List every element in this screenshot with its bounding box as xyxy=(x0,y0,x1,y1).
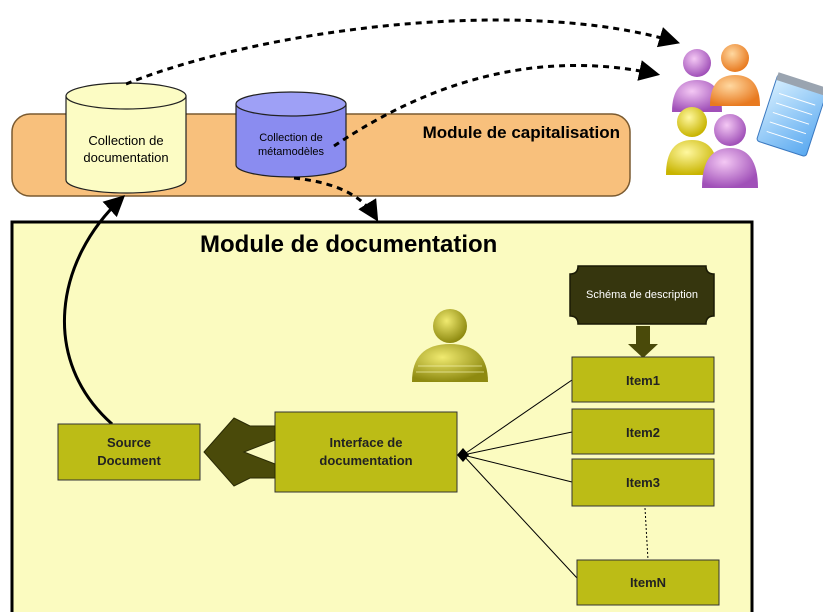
schema-down-arrow xyxy=(628,326,658,358)
source-to-collection-arrow xyxy=(63,195,126,426)
capitalisation-module-title: Module de capitalisation xyxy=(423,123,620,142)
item-label: Item1 xyxy=(626,373,660,388)
metamodels-to-users-arrow xyxy=(333,60,661,148)
description-schema-label: Schéma de description xyxy=(586,289,698,301)
doc-collection-to-users-arrow xyxy=(125,18,681,86)
source-document-box: Source Document xyxy=(57,423,201,481)
item-label: Item3 xyxy=(626,475,660,490)
source-document-line1: Source xyxy=(107,435,151,450)
item-box: Item3 xyxy=(571,458,715,507)
documentation-module-title: Module de documentation xyxy=(200,231,497,258)
user-icon xyxy=(412,309,488,382)
user-group-icon xyxy=(666,44,760,188)
documentation-collection-line2: documentation xyxy=(83,150,168,165)
metamodel-collection: Collection de métamodèles xyxy=(235,91,347,178)
item-box: Item2 xyxy=(571,408,715,455)
item-label: ItemN xyxy=(630,575,666,590)
documentation-interface-line2: documentation xyxy=(319,453,412,468)
source-document-line2: Document xyxy=(97,453,161,468)
description-schema-box: Schéma de description xyxy=(569,265,715,325)
item-box: Item1 xyxy=(571,356,715,403)
item-box: ItemN xyxy=(576,559,720,606)
item-label: Item2 xyxy=(626,425,660,440)
documentation-collection-line1: Collection de xyxy=(88,133,163,148)
metamodel-collection-line2: métamodèles xyxy=(258,146,325,158)
interface-item-connectors xyxy=(462,379,649,579)
documentation-collection: Collection de documentation xyxy=(65,82,187,194)
documentation-interface-line1: Interface de xyxy=(330,435,403,450)
notepad-icon xyxy=(756,72,823,157)
metamodel-collection-line1: Collection de xyxy=(259,132,323,144)
aggregation-diamond xyxy=(457,448,469,462)
interface-to-source-arrow xyxy=(203,417,276,487)
documentation-interface-box: Interface de documentation xyxy=(274,411,458,493)
